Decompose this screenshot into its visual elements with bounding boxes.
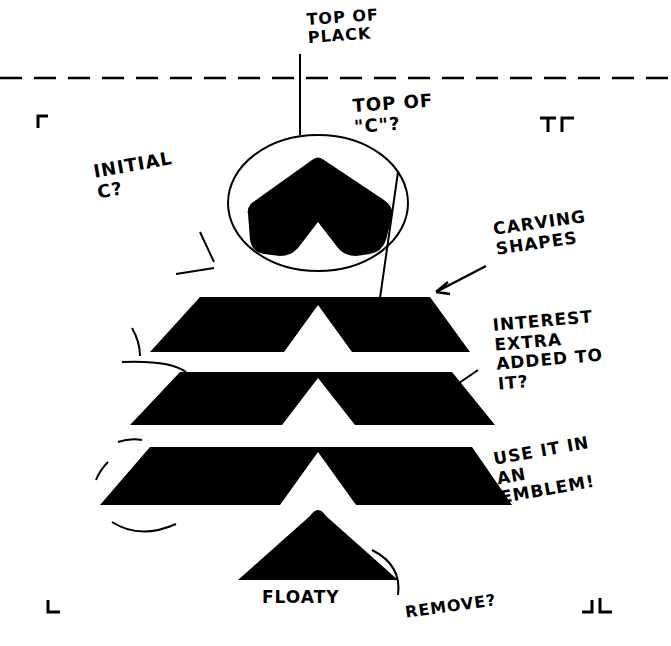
chevron-shape bbox=[248, 158, 393, 257]
crop-mark bbox=[48, 600, 60, 612]
bracket-mark bbox=[96, 439, 142, 480]
arrow-line bbox=[436, 266, 486, 294]
band-shape bbox=[130, 372, 495, 425]
bracket-mark bbox=[122, 362, 186, 372]
handwritten-note: CARVING SHAPES bbox=[492, 203, 618, 259]
handwritten-note: USE IT IN AN EMBLEM! bbox=[492, 430, 616, 508]
handwritten-note: FLOATY bbox=[262, 588, 362, 608]
plaque-edge bbox=[0, 77, 671, 80]
leader-line bbox=[372, 550, 398, 595]
band-shape bbox=[100, 447, 512, 505]
leader-line bbox=[446, 370, 478, 392]
leader-line bbox=[176, 232, 214, 274]
crop-mark bbox=[38, 116, 48, 128]
handwritten-note: INTEREST EXTRA ADDED TO IT? bbox=[492, 305, 624, 394]
crop-mark bbox=[582, 598, 612, 612]
bracket-mark bbox=[112, 522, 176, 532]
handwritten-note: TOP OF "C"? bbox=[352, 90, 447, 138]
handwritten-note: TOP OF PLACK bbox=[306, 4, 408, 48]
band-shape bbox=[150, 297, 470, 352]
bracket-mark bbox=[132, 328, 140, 356]
triangle-shape bbox=[238, 510, 398, 580]
crop-mark bbox=[540, 118, 574, 132]
handwritten-note: REMOVE? bbox=[404, 588, 517, 622]
circle-outline bbox=[228, 135, 408, 271]
leader-line bbox=[380, 172, 398, 298]
handwritten-note: INITIAL C? bbox=[92, 145, 194, 202]
leader-line bbox=[299, 54, 301, 135]
